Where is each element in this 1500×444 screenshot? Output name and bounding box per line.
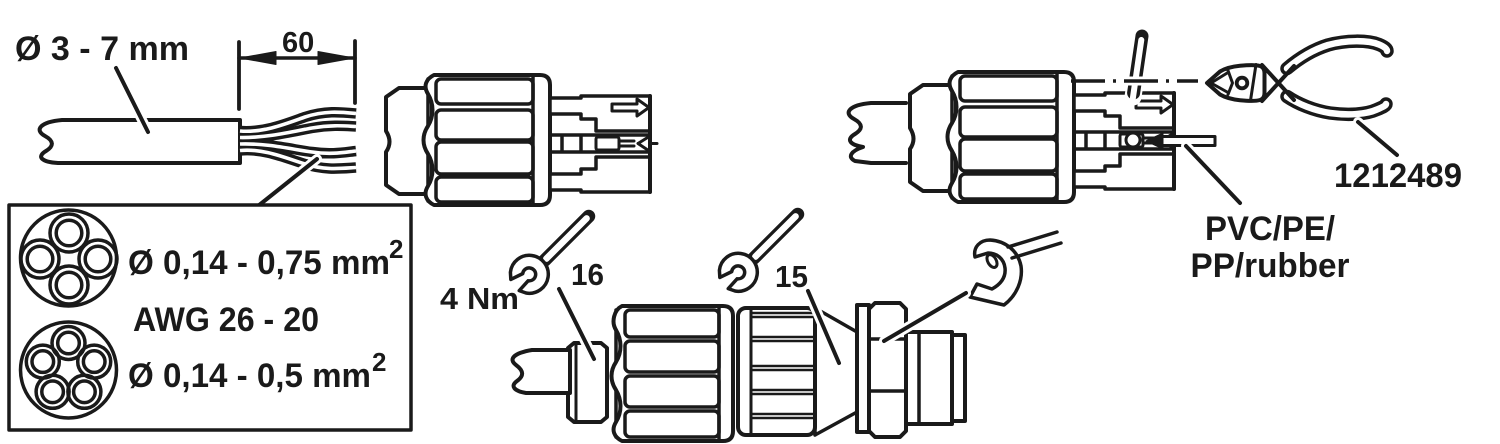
svg-text:1212489: 1212489 — [1334, 157, 1462, 195]
svg-text:PVC/PE/: PVC/PE/ — [1205, 210, 1336, 248]
svg-text:16: 16 — [571, 257, 604, 292]
svg-text:60: 60 — [282, 27, 314, 59]
svg-text:2: 2 — [389, 234, 403, 264]
svg-text:2: 2 — [372, 347, 386, 377]
svg-text:PP/rubber: PP/rubber — [1191, 247, 1350, 285]
svg-text:AWG 26 - 20: AWG 26 - 20 — [133, 301, 319, 339]
svg-text:15: 15 — [775, 259, 808, 294]
svg-text:4 Nm: 4 Nm — [440, 281, 519, 316]
svg-text:Ø 0,14 - 0,5 mm: Ø 0,14 - 0,5 mm — [128, 357, 371, 395]
svg-text:Ø 0,14 - 0,75 mm: Ø 0,14 - 0,75 mm — [128, 244, 390, 282]
svg-text:Ø 3 - 7 mm: Ø 3 - 7 mm — [15, 30, 189, 68]
